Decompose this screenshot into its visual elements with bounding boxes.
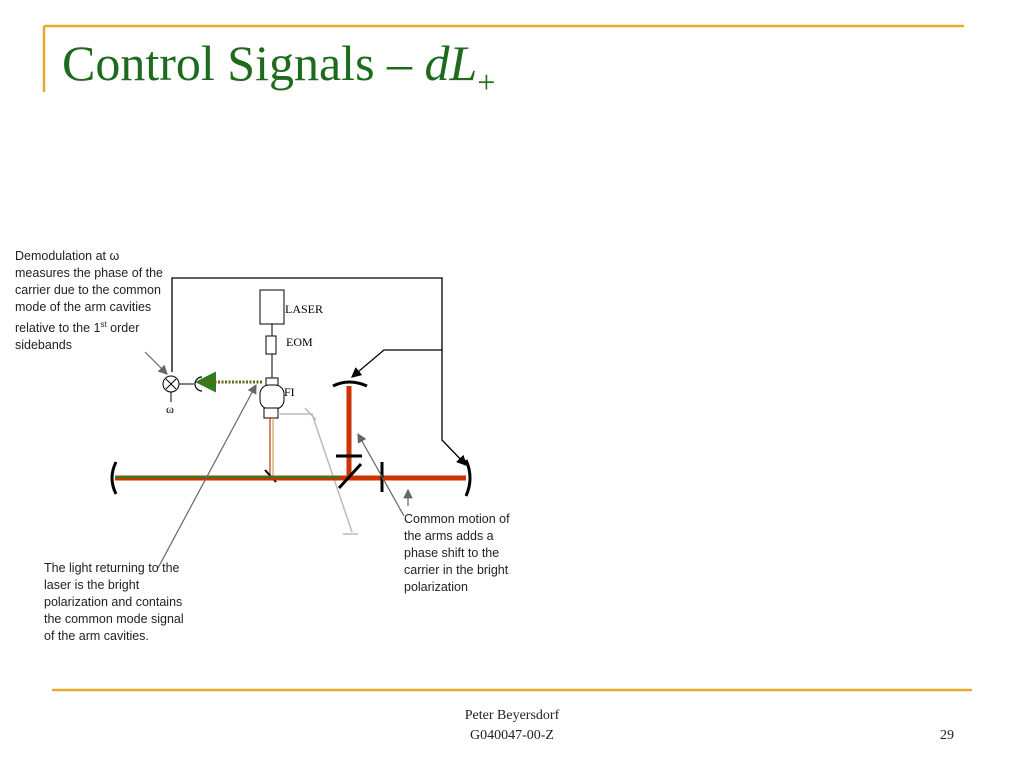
mixer-x2 — [165, 378, 177, 390]
pickoff-mirror-top — [304, 407, 317, 421]
pickoff-beam — [278, 413, 353, 533]
footer-doc-id: G040047-00-Z — [470, 728, 554, 743]
x-end-mirror-right — [464, 459, 472, 497]
laser-box — [259, 289, 285, 325]
faraday-isolator — [259, 377, 285, 419]
arrow-demod — [144, 351, 168, 375]
title-variable: dL — [424, 35, 478, 91]
photodetector — [194, 376, 203, 392]
omega-label: ω — [166, 402, 174, 416]
note-demodulation: Demodulation at ω measures the phase of … — [15, 248, 165, 354]
eom-label: EOM — [286, 335, 313, 349]
arrow-common-motion-1 — [357, 432, 405, 517]
page-number: 29 — [940, 728, 954, 743]
x-end-mirror-left — [110, 461, 118, 495]
note-returning-light: The light returning to the laser is the … — [44, 561, 184, 643]
laser-label: LASER — [285, 302, 324, 316]
eom-box — [265, 335, 277, 355]
arrow-returning — [157, 383, 257, 569]
note-demodulation-sup: st — [100, 320, 107, 329]
beam-splitter — [337, 462, 363, 490]
signal-loop-line — [171, 277, 467, 466]
note-common-motion: Common motion of the arms adds a phase s… — [404, 512, 510, 594]
fi-label: FI — [284, 385, 295, 399]
y-end-mirror — [332, 380, 368, 388]
note-demodulation-end: order sidebands — [15, 321, 140, 353]
footer-author: Peter Beyersdorf — [464, 708, 560, 723]
note-demodulation-text: Demodulation at ω measures the phase of … — [15, 249, 164, 336]
page-title: Control Signals – dL+ — [62, 35, 495, 98]
signal-to-ymirror-line — [351, 349, 442, 378]
title-subscript: + — [477, 64, 496, 100]
title-dash: – — [387, 35, 413, 91]
title-main: Control Signals — [62, 35, 375, 91]
